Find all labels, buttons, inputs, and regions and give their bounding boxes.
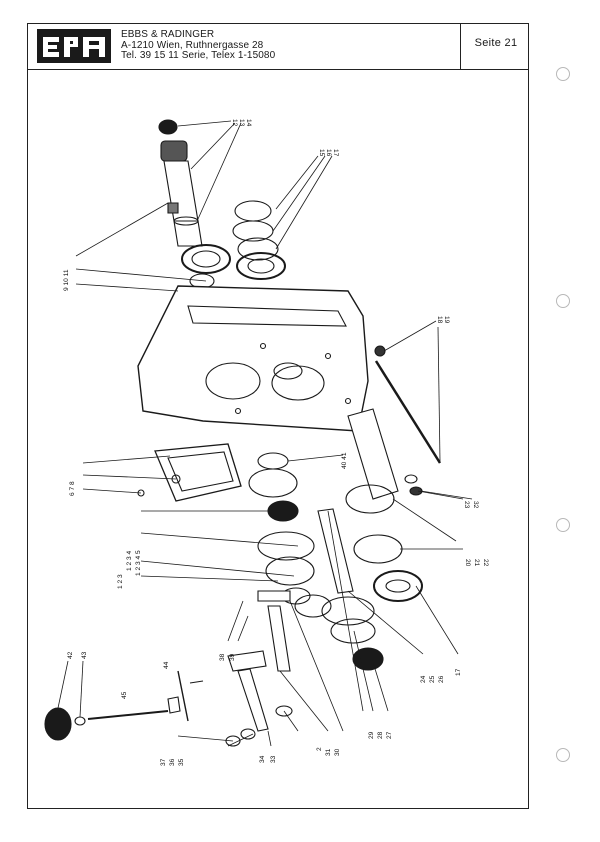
callout-18: 18 bbox=[436, 316, 443, 324]
punch-hole-mark bbox=[556, 518, 570, 532]
callout-32: 32 bbox=[472, 501, 479, 509]
callout-45: 45 bbox=[121, 691, 128, 699]
callout-29: 29 bbox=[368, 731, 375, 739]
leader-lines bbox=[57, 120, 473, 747]
header-divider bbox=[460, 23, 461, 69]
output-shaft-assembly bbox=[317, 508, 384, 671]
callout-20: 20 bbox=[464, 559, 471, 567]
callout-31: 31 bbox=[325, 748, 332, 756]
exploded-gearbox-diagram: 12 13 14 15 16 17 9 10 11 18 19 6 7 8 40… bbox=[44, 119, 489, 766]
callout-13: 13 bbox=[238, 119, 245, 127]
company-info: EBBS & RADINGER A-1210 Wien, Ruthnergass… bbox=[121, 29, 276, 62]
callout-2: 2 bbox=[316, 747, 323, 751]
company-logo bbox=[37, 29, 111, 63]
callout-39: 39 bbox=[229, 653, 236, 661]
page-frame bbox=[27, 23, 529, 809]
callout-26: 26 bbox=[438, 675, 445, 683]
page-number: Seite 21 bbox=[474, 37, 518, 49]
page-header: EBBS & RADINGER A-1210 Wien, Ruthnergass… bbox=[27, 23, 529, 70]
callout-19: 19 bbox=[443, 316, 450, 324]
callout-25: 25 bbox=[429, 675, 436, 683]
callout-17b: 17 bbox=[455, 668, 462, 676]
punch-hole-mark bbox=[556, 748, 570, 762]
callout-30: 30 bbox=[334, 748, 341, 756]
punch-hole-mark bbox=[556, 67, 570, 81]
bearing-set-right bbox=[232, 200, 286, 280]
company-address: A-1210 Wien, Ruthnergasse 28 bbox=[121, 39, 264, 51]
callout-17: 17 bbox=[332, 149, 339, 157]
callout-40-41: 40 41 bbox=[341, 452, 348, 469]
callout-28: 28 bbox=[377, 731, 384, 739]
callout-6-8: 6 7 8 bbox=[69, 481, 76, 496]
company-contact: Tel. 39 15 11 Serie, Telex 1-15080 bbox=[121, 50, 276, 61]
punch-hole-mark bbox=[556, 294, 570, 308]
gearbox-housing bbox=[137, 285, 369, 432]
callout-21: 21 bbox=[473, 559, 480, 567]
callout-22: 22 bbox=[482, 559, 489, 567]
callout-12-14: 12 bbox=[231, 119, 238, 127]
callout-27: 27 bbox=[386, 731, 393, 739]
callout-23: 23 bbox=[463, 501, 470, 509]
callout-34: 34 bbox=[259, 755, 266, 763]
callout-36: 36 bbox=[169, 758, 176, 766]
callout-37: 37 bbox=[160, 758, 167, 766]
bearing-set-left bbox=[181, 244, 231, 289]
callout-38: 38 bbox=[219, 653, 226, 661]
selector-rod bbox=[374, 345, 442, 496]
callout-labels: 12 13 14 15 16 17 9 10 11 18 19 6 7 8 40… bbox=[63, 119, 489, 766]
callout-33: 33 bbox=[270, 755, 277, 763]
callout-1-4: 1 2 3 4 bbox=[126, 551, 133, 571]
callout-14: 14 bbox=[245, 119, 252, 127]
cover-plate bbox=[137, 443, 242, 502]
callout-43: 43 bbox=[81, 651, 88, 659]
callout-35: 35 bbox=[178, 758, 185, 766]
company-name: EBBS & RADINGER bbox=[121, 29, 215, 40]
shift-lever-assembly bbox=[225, 590, 293, 747]
callout-44: 44 bbox=[163, 661, 170, 669]
callout-15: 15 bbox=[318, 149, 325, 157]
callout-9-11: 9 10 11 bbox=[63, 269, 70, 291]
gear-knob-assembly bbox=[44, 670, 204, 741]
callout-24: 24 bbox=[420, 675, 427, 683]
input-shaft-assembly bbox=[158, 119, 203, 247]
callout-42: 42 bbox=[67, 651, 74, 659]
callout-1-3: 1 2 3 bbox=[117, 574, 124, 589]
callout-16: 16 bbox=[325, 149, 332, 157]
layshaft-gear-stack bbox=[345, 408, 423, 602]
callout-1-5: 1 2 3 4 5 bbox=[135, 550, 142, 576]
